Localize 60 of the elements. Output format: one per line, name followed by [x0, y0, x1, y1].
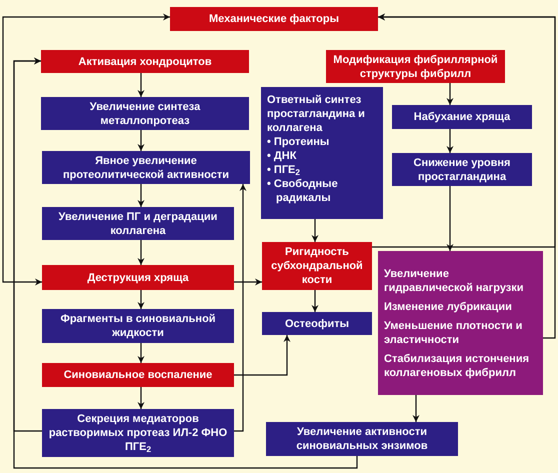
node-label: Увеличение ПГ и деградации коллагена — [58, 210, 218, 238]
process-box — [326, 50, 505, 83]
process-box — [41, 50, 249, 73]
process-box — [262, 242, 372, 290]
process-box — [42, 309, 234, 343]
node-label: Остеофиты — [284, 316, 350, 330]
node-label: Активация хондроцитов — [78, 54, 212, 68]
process-box — [261, 87, 383, 219]
arrow — [138, 343, 144, 363]
node-label: Ригидность субхондральной кости — [270, 245, 364, 287]
process-box — [41, 97, 249, 130]
effect-text: Уменьшение плотности и эластичности — [384, 319, 524, 347]
node-label: Увеличение синтеза металлопротеаз — [88, 100, 202, 128]
effect-text: Изменение лубрикации — [384, 300, 513, 314]
process-box — [42, 363, 234, 387]
arrow — [138, 130, 144, 151]
node-label: Набухание хряща — [414, 110, 510, 124]
process-box — [42, 409, 234, 457]
arrow — [234, 278, 262, 286]
node-label: Модификация фибриллярной структуры фибрилл — [332, 52, 499, 80]
process-box — [378, 251, 543, 395]
node-label: Увеличение активности синовиальных энзимов — [295, 425, 429, 453]
node-label: Явное увеличение протеолитической активности — [62, 154, 230, 182]
node-label: Синовиальное воспаление — [64, 368, 212, 382]
list-item: • ДНК — [267, 149, 298, 163]
process-box — [392, 105, 532, 129]
process-box — [392, 153, 532, 186]
arrow — [138, 184, 144, 207]
arrow — [138, 387, 144, 409]
node-label: Секреция медиаторов растворимых протеаз ИЛ-2 ФНО ПГЕ$_{2}$ — [48, 412, 228, 454]
process-box — [170, 7, 378, 31]
node-label: Механические факторы — [208, 12, 340, 26]
node-label: Фрагменты в синовиальной жидкости — [59, 312, 217, 340]
process-box — [266, 422, 458, 456]
arrow — [412, 395, 420, 422]
arrow — [13, 58, 42, 432]
arrow — [378, 14, 556, 339]
arrow — [446, 83, 454, 105]
arrow — [446, 129, 454, 153]
list-item: • ПГЕ$_{2}$ — [267, 163, 301, 177]
process-box — [262, 312, 372, 335]
node-heading: Ответный синтез простагландина и коллагена — [267, 93, 366, 135]
effect-text: Увеличение гидравлической нагрузки — [384, 267, 525, 295]
node-label: Деструкция хряща — [87, 270, 189, 284]
effect-text: Стабилизация истончения коллагеновых фибрилл — [384, 352, 530, 380]
arrow — [138, 290, 144, 309]
arrow — [2, 14, 170, 286]
process-box — [42, 265, 234, 290]
node-label: Снижение уровня простагландина — [412, 156, 512, 184]
list-item: • Свободные радикалы — [267, 177, 339, 205]
arrow — [312, 219, 318, 242]
arrow — [446, 186, 454, 251]
arrow — [138, 240, 144, 265]
arrow — [312, 290, 318, 312]
process-box — [42, 207, 234, 240]
arrow — [234, 335, 290, 376]
list-item: • Протеины — [267, 135, 330, 149]
arrow — [234, 184, 246, 432]
arrow — [138, 73, 144, 97]
process-box — [42, 151, 250, 184]
